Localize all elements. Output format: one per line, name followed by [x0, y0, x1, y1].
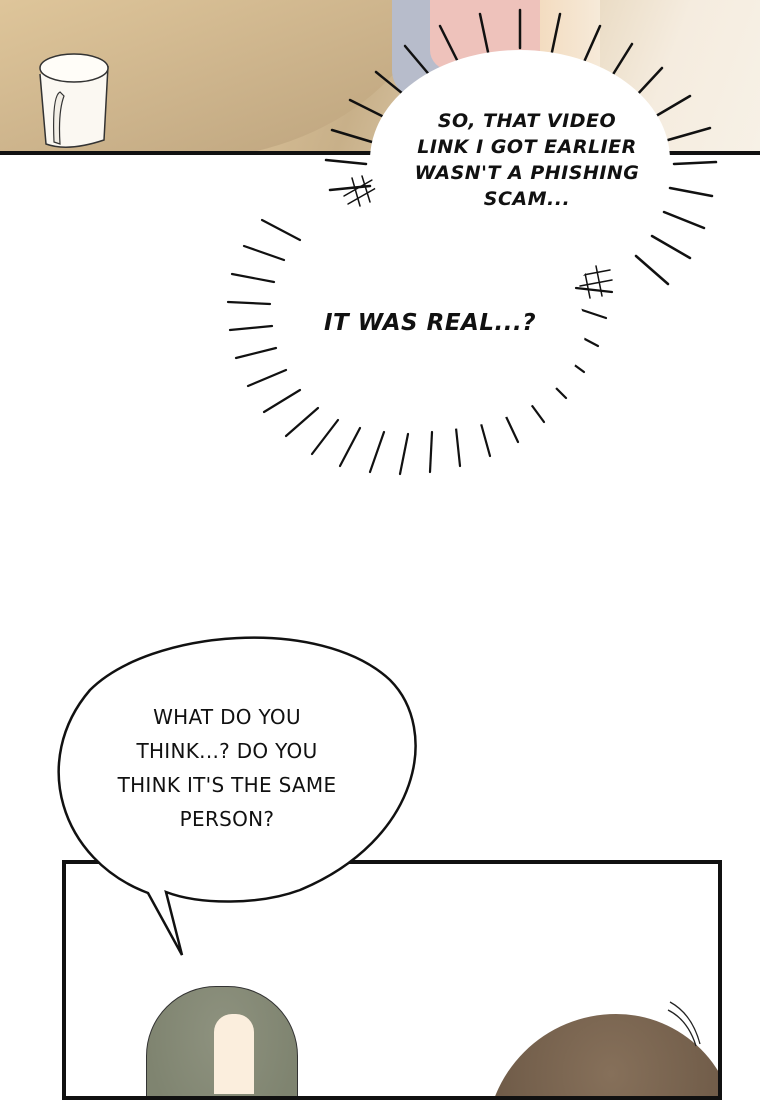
speech-1-line-3: THINK IT'S THE SAME [117, 773, 337, 797]
burst-bubble-graphic [226, 8, 718, 476]
thought-2-text: IT WAS REAL...? [323, 310, 537, 336]
panel-bottom [62, 860, 722, 1100]
speech-bubble-1: WHAT DO YOU THINK...? DO YOU THINK IT'S … [82, 700, 372, 836]
motion-lines-icon [667, 1001, 701, 1047]
thought-1-line-3: WASN'T A PHISHING [414, 162, 640, 184]
speech-1-line-1: WHAT DO YOU [153, 705, 301, 729]
character-left-face [214, 1014, 254, 1094]
thought-bubble-1: SO, THAT VIDEO LINK I GOT EARLIER WASN'T… [392, 108, 662, 212]
speech-1-line-2: THINK...? DO YOU [136, 739, 318, 763]
mug-icon [39, 53, 109, 148]
thought-1-line-2: LINK I GOT EARLIER [417, 136, 637, 158]
thought-1-line-1: SO, THAT VIDEO [437, 110, 617, 132]
panel-bottom-art [66, 864, 718, 1096]
speech-1-line-4: PERSON? [179, 807, 275, 831]
thought-bubble-2: IT WAS REAL...? [300, 308, 560, 338]
thought-1-line-4: SCAM... [483, 188, 571, 210]
